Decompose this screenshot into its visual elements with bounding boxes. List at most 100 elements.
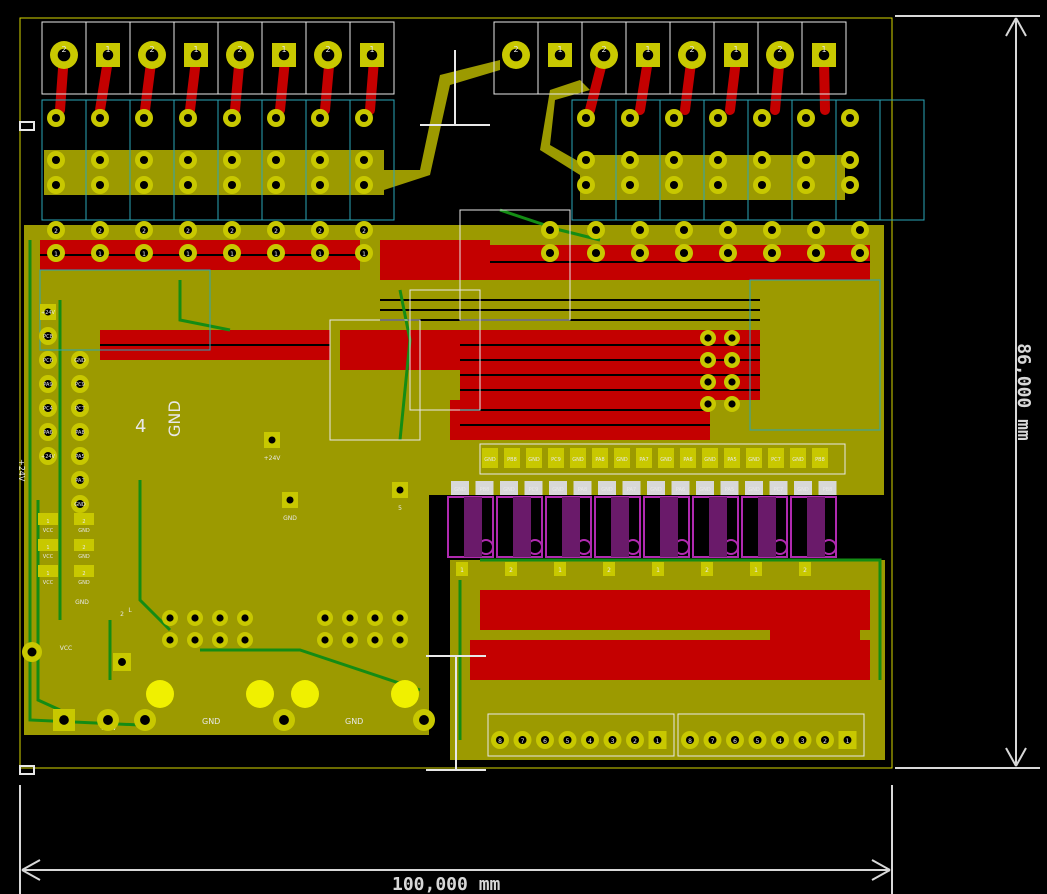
mosfet-die: [562, 497, 580, 557]
output-pin: [701, 562, 713, 576]
left-header-pad-drill: [43, 379, 53, 389]
vcc-pad: [38, 539, 58, 551]
output-pin-label: 2: [607, 567, 611, 574]
pin-bar-top-label: GND: [572, 457, 584, 463]
terminal-pad-drill: [366, 49, 378, 61]
left-header-label: +24V: [41, 310, 56, 316]
pin-bar-bottom-label: PA6: [676, 487, 685, 493]
header-pad-drill: [166, 614, 174, 622]
coil-pad-label: 1: [362, 251, 366, 258]
coil-pad-drill: [723, 225, 733, 235]
header-pad-drill: [216, 614, 224, 622]
header-pad-drill: [728, 400, 736, 408]
pin-bar-bottom-label: GND: [650, 487, 662, 493]
fab-outlines: [39, 99, 925, 431]
header-pad-drill: [704, 334, 712, 342]
output-pin: [750, 562, 762, 576]
terminal-label: 2: [601, 45, 606, 54]
ic-label-4: 4: [135, 416, 146, 437]
relay-pad-drill: [183, 155, 193, 165]
pin-bar-bottom-pad: [451, 481, 469, 495]
terminal-housing: [801, 21, 847, 95]
gnd-label-2: GND: [345, 717, 363, 726]
relay-pad-drill: [95, 113, 105, 123]
output-pin-label: 2: [705, 567, 709, 574]
relay-pad-drill: [183, 180, 193, 190]
bottom-header-pad-drill: [495, 735, 505, 745]
relay-pad-drill: [271, 113, 281, 123]
vcc-pad: [74, 565, 94, 577]
relay-pad-drill: [139, 180, 149, 190]
output-pin-label: 1: [558, 567, 562, 574]
terminal-pad-drill: [730, 49, 742, 61]
width-dimension-text: 100,000 mm: [392, 874, 501, 894]
mosfet-row: [447, 496, 837, 558]
coil-pad-label: 1: [274, 251, 278, 258]
output-pin-label: 1: [460, 567, 464, 574]
header-pad-drill: [346, 636, 354, 644]
pin-bar-top-label: PA7: [639, 457, 648, 463]
coil-pad-drill: [227, 225, 237, 235]
pin-bar-top-label: GND: [792, 457, 804, 463]
output-pin: [603, 562, 615, 576]
output-pin-label: 2: [509, 567, 513, 574]
bottom-header-pad-drill: [798, 735, 807, 745]
pin-bar-top-pad: [680, 448, 696, 468]
bottom-header-label: 4: [588, 738, 592, 745]
misc-label: 2: [120, 611, 124, 618]
pin-bar-bottom-label: PA7: [627, 487, 636, 493]
bottom-header-label: 6: [543, 738, 547, 745]
small-connector-label: GND: [283, 515, 297, 522]
bottom-header-right-outline: [677, 713, 865, 757]
outline-markers: [19, 50, 490, 775]
terminal-label: 1: [105, 45, 110, 54]
pin-bar-top-label: PC9: [551, 457, 561, 463]
relay-pad-drill: [845, 155, 855, 165]
terminal-label: 2: [149, 45, 154, 54]
bottom-header-label: 1: [846, 738, 850, 745]
side-label-24v: +24V: [17, 459, 26, 482]
coil-pad-label: 1: [186, 251, 190, 258]
pin-bar-bottom-pad: [745, 481, 763, 495]
output-pin: [799, 562, 811, 576]
relay-pad-drill: [581, 113, 591, 123]
mosfet-die: [464, 497, 482, 557]
bottom-header-label: 3: [801, 738, 805, 745]
terminal-label: 2: [61, 45, 66, 54]
bottom-header-label: 8: [498, 738, 502, 745]
bottom-header-label: 6: [733, 738, 737, 745]
vcc-pad: [38, 513, 58, 525]
pin-bar-top-pad: [812, 448, 828, 468]
vcc-label: 2: [82, 571, 85, 577]
coil-pad-label: 2: [54, 228, 58, 235]
vcc-label: VCC: [43, 580, 54, 586]
ic-label-gnd: GND: [165, 400, 184, 437]
bottom-header-pad-drill: [730, 735, 740, 745]
vcc-label: 2: [82, 519, 85, 525]
coil-pad-drill: [855, 248, 865, 258]
relay-pad-drill: [359, 180, 369, 190]
vcc-label: VCC: [43, 528, 54, 534]
relay-pad-drill: [359, 155, 369, 165]
left-header-pad-drill: [75, 355, 85, 365]
coil-pad-drill: [591, 248, 601, 258]
terminal-pad-drill: [818, 49, 830, 61]
small-connector-pad-drill: [268, 436, 276, 444]
header-pad-drill: [396, 614, 404, 622]
vcc-label: 1: [46, 545, 49, 551]
relay-pad-drill: [581, 180, 591, 190]
header-pad-drill: [216, 636, 224, 644]
coil-pad-drill: [95, 248, 105, 258]
left-header-pad-drill: [43, 403, 53, 413]
terminal-pad-drill: [597, 48, 611, 62]
terminal-label: 2: [513, 45, 518, 54]
coil-pad-drill: [139, 248, 149, 258]
bottom-header-label: 7: [521, 738, 525, 745]
terminal-pad-drill: [233, 48, 247, 62]
relay-pad-drill: [801, 113, 811, 123]
pin-bar-top-pad: [702, 448, 718, 468]
pin-bar-bottom-pad: [794, 481, 812, 495]
